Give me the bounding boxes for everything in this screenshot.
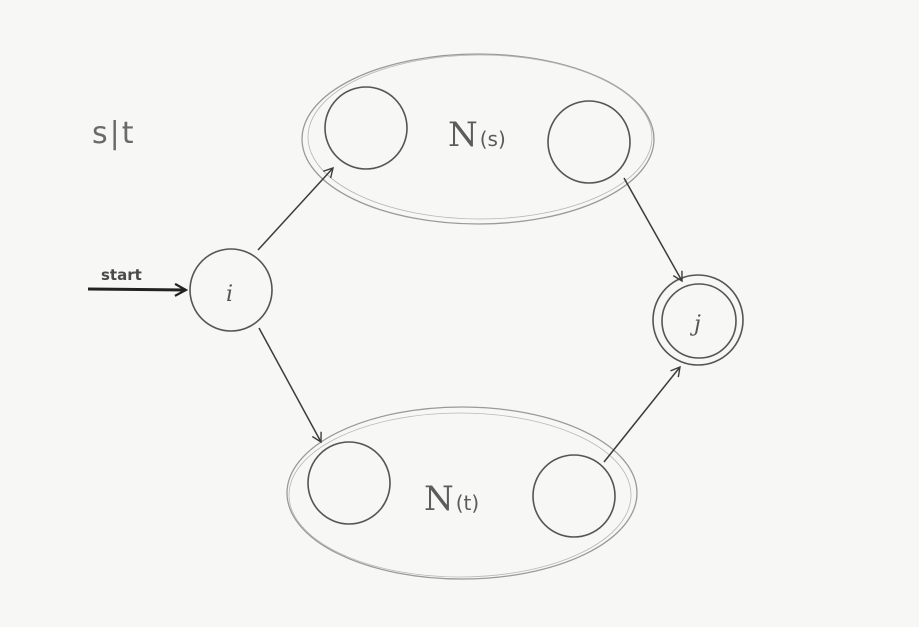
lower-start-state: [307, 441, 391, 525]
arrow-i-to-upper: [257, 166, 334, 251]
initial-state: i: [189, 248, 273, 332]
arrow-i-to-lower: [258, 327, 322, 444]
upper-label: N(s): [448, 115, 506, 155]
arrow-upper-to-j: [623, 177, 683, 283]
upper-start-state: [324, 86, 408, 170]
arrow-lower-to-j: [603, 365, 681, 463]
lower-ellipse: [286, 406, 638, 580]
start-label: start: [101, 266, 142, 284]
upper-ellipse: [301, 53, 655, 225]
lower-accept-state: [532, 454, 616, 538]
final-state: j: [652, 274, 744, 366]
lower-subautomaton: N(t): [286, 406, 638, 580]
upper-subautomaton: N(s): [301, 53, 655, 225]
start-arrow: start: [87, 266, 186, 290]
lower-label: N(t): [424, 479, 479, 519]
final-state-label: j: [689, 312, 701, 337]
initial-state-label: i: [226, 282, 233, 307]
upper-accept-state: [547, 100, 631, 184]
regex-label: s|t: [92, 116, 136, 151]
